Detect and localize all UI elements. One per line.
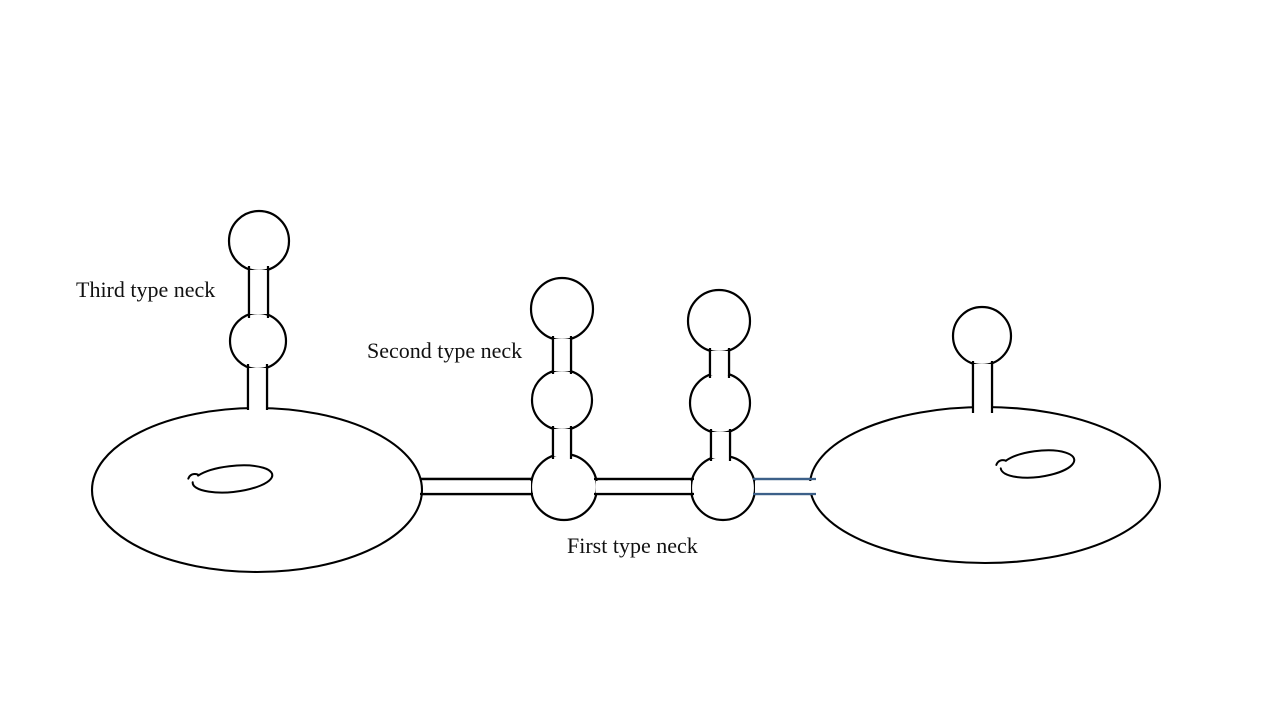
label-third-type-neck: Third type neck: [76, 277, 215, 302]
left-neck-top-sphere: [227, 209, 291, 273]
surface-group: [90, 405, 1162, 574]
left-surface-hole: [187, 464, 274, 494]
label-group: Third type neck Second type neck First t…: [76, 277, 698, 558]
label-first-type-neck: First type neck: [567, 533, 698, 558]
mid-neck-top-sphere: [529, 276, 595, 342]
left-genus-surface: [90, 406, 424, 574]
hole-group: [187, 449, 1076, 494]
label-second-type-neck: Second type neck: [367, 338, 522, 363]
far-right-sphere: [951, 305, 1013, 367]
tube-overlay-group: [246, 266, 994, 496]
mid-neck-bottom-sphere: [529, 452, 599, 522]
right-surface-hole: [995, 449, 1076, 479]
left-neck-middle-sphere: [228, 311, 288, 371]
right-genus-surface: [808, 405, 1162, 565]
right-neck-bottom-sphere: [689, 454, 757, 522]
right-neck-top-sphere: [686, 288, 752, 354]
right-neck-middle-sphere: [688, 371, 752, 435]
mid-neck-middle-sphere: [530, 368, 594, 432]
